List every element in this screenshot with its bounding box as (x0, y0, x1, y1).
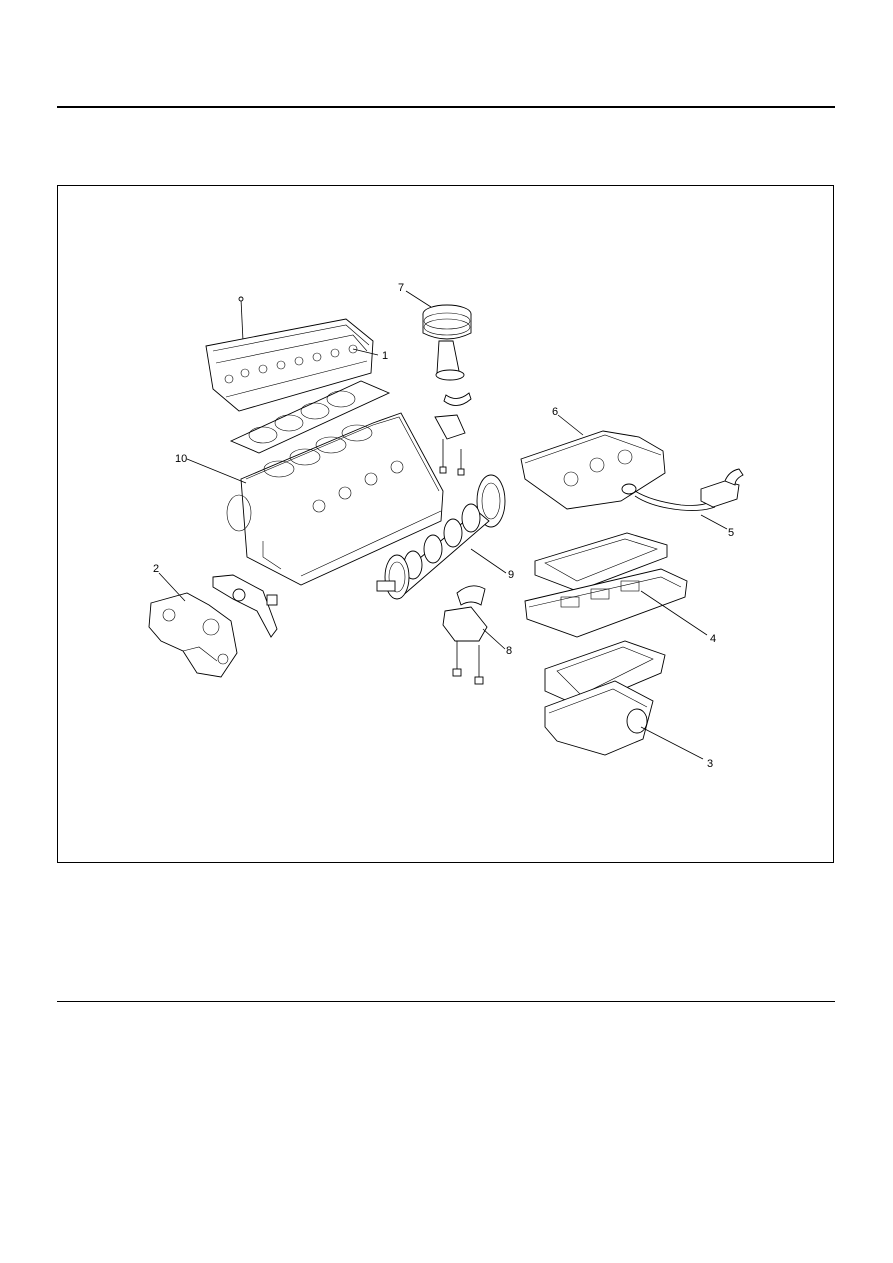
upper-oil-pan-part (524, 532, 708, 638)
balancer-assembly-part (520, 414, 666, 510)
oil-pump-part (148, 572, 278, 678)
callout-label-8: 8 (506, 645, 512, 657)
footer-rule (57, 1001, 835, 1002)
oil-strainer-part (621, 468, 744, 530)
cylinder-head-part (205, 296, 379, 412)
lower-oil-pan-part (544, 640, 704, 760)
crankshaft-part (376, 474, 507, 600)
callout-9: 9 (508, 569, 514, 581)
callout-label-7: 7 (398, 282, 404, 294)
rod-cap-upper-part (434, 414, 466, 476)
callout-label-3: 3 (707, 758, 713, 770)
piston-connecting-rod-part (405, 290, 472, 406)
callout-5: 5 (728, 527, 734, 539)
callout-label-5: 5 (728, 527, 734, 539)
callout-label-1: 1 (382, 350, 388, 362)
callout-3: 3 (707, 758, 713, 770)
callout-2: 2 (153, 563, 159, 575)
head-gasket-part (229, 380, 391, 454)
header-rule (57, 106, 835, 108)
callout-1: 1 (382, 350, 388, 362)
callout-label-10: 10 (175, 453, 187, 465)
exploded-engine-figure: 1 (57, 185, 834, 863)
callout-label-6: 6 (552, 406, 558, 418)
engine-exploded-view-drawing: 1 (148, 282, 744, 770)
callout-10: 10 (175, 453, 187, 465)
callout-label-4: 4 (710, 633, 716, 645)
callout-4: 4 (710, 633, 716, 645)
callout-8: 8 (506, 645, 512, 657)
callout-7: 7 (398, 282, 404, 294)
callout-label-2: 2 (153, 563, 159, 575)
main-bearing-cap-part (442, 585, 506, 685)
callout-6: 6 (552, 406, 558, 418)
cylinder-block-part (186, 412, 444, 586)
callout-label-9: 9 (508, 569, 514, 581)
